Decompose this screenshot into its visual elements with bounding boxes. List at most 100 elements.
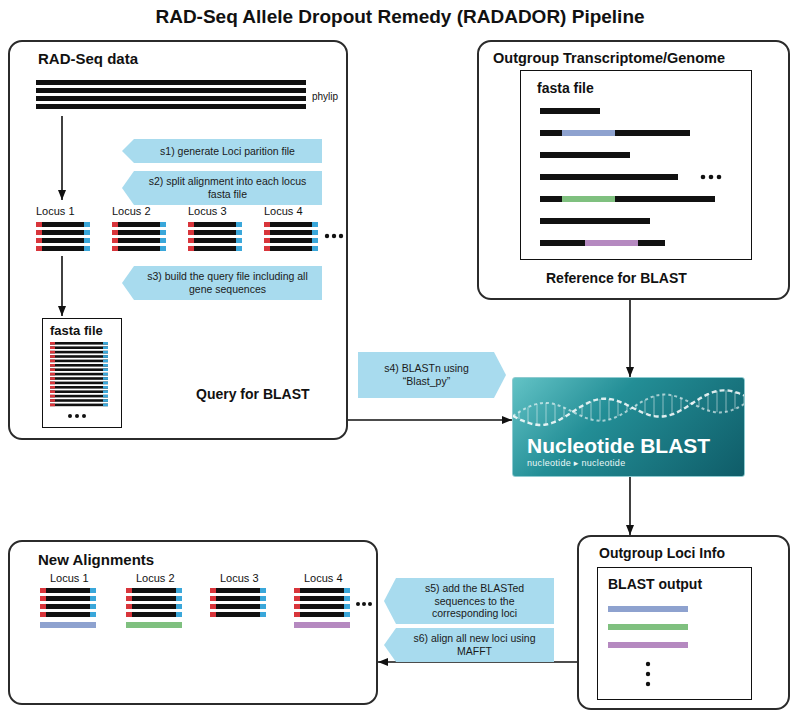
tool-subtitle: nucleotide ▸ nucleotide xyxy=(527,458,734,469)
alignment-bar xyxy=(36,88,306,93)
alignment-bar xyxy=(36,96,306,101)
end-cap xyxy=(344,596,350,601)
ellipsis-dot xyxy=(646,662,650,666)
helix-rung xyxy=(734,392,735,409)
box-heading: fasta file xyxy=(537,80,751,97)
sequence-bar xyxy=(50,390,108,393)
end-cap xyxy=(50,399,55,402)
box-heading: fasta file xyxy=(50,323,121,339)
end-cap xyxy=(36,246,42,251)
ellipsis-dot xyxy=(368,602,372,606)
ellipsis-dot xyxy=(701,175,706,180)
helix-rung xyxy=(716,391,717,412)
end-cap xyxy=(260,604,266,609)
step-tag: s5) add the BLASTed sequences to the cor… xyxy=(384,578,554,624)
sequence-bar xyxy=(50,364,108,367)
sequence-bar xyxy=(540,218,650,224)
sequence-bar xyxy=(126,604,182,609)
sequence-bar xyxy=(50,351,108,354)
panel-box: Outgroup Transcriptome/Genome fasta file xyxy=(477,40,790,300)
helix-rung xyxy=(662,395,663,417)
alignment-bar xyxy=(36,104,306,109)
end-cap xyxy=(176,612,182,617)
end-cap xyxy=(50,373,55,376)
end-cap xyxy=(40,588,46,593)
end-cap xyxy=(312,238,318,243)
blast-tool-box: Nucleotide BLASTnucleotide ▸ nucleotide xyxy=(512,377,745,477)
panel-box: RAD-Seq datas1) generate Loci parition f… xyxy=(8,40,348,440)
end-cap xyxy=(236,230,242,235)
hit-segment xyxy=(126,622,182,628)
end-cap xyxy=(50,390,55,393)
end-cap xyxy=(103,390,108,393)
file-box: fasta file xyxy=(42,318,122,428)
end-cap xyxy=(210,588,216,593)
sequence-bar xyxy=(126,612,182,617)
end-cap xyxy=(264,230,270,235)
end-cap xyxy=(126,604,132,609)
end-cap xyxy=(312,230,318,235)
tag-fill xyxy=(122,139,322,163)
sequence-bar xyxy=(50,342,108,345)
end-cap xyxy=(103,346,108,349)
end-cap xyxy=(90,588,96,593)
sequence-bar xyxy=(540,174,678,180)
sequence-bar xyxy=(210,588,266,593)
end-cap xyxy=(50,377,55,380)
ellipsis-dot xyxy=(646,672,650,676)
connector-arrow xyxy=(348,419,512,421)
sequence-bar xyxy=(540,196,715,202)
end-cap xyxy=(103,373,108,376)
end-cap xyxy=(294,612,300,617)
end-cap xyxy=(210,612,216,617)
ellipsis-dot xyxy=(339,234,343,238)
step-tag: s3) build the query file including all g… xyxy=(122,266,322,300)
step-tag: s6) align all new loci using MAFFT xyxy=(384,628,554,662)
sequence-bar xyxy=(36,246,90,251)
helix-rung xyxy=(644,400,645,414)
tool-name: Nucleotide BLAST xyxy=(527,434,734,458)
sequence-bar xyxy=(210,612,266,617)
end-cap xyxy=(312,222,318,227)
ellipsis-dot xyxy=(75,414,79,418)
format-label: phylip xyxy=(312,91,338,103)
panel-heading: Outgroup Transcriptome/Genome xyxy=(493,50,788,67)
panel-caption: Query for BLAST xyxy=(196,386,310,403)
sequence-bar xyxy=(264,230,318,235)
diagram-title: RAD-Seq Allele Dropout Remedy (RADADOR) … xyxy=(0,6,800,29)
ellipsis-dot xyxy=(82,414,86,418)
ellipsis-dot xyxy=(646,682,650,686)
helix-rung xyxy=(536,404,537,425)
end-cap xyxy=(176,604,182,609)
end-cap xyxy=(103,382,108,385)
step-text: s5) add the BLASTed sequences to the cor… xyxy=(401,582,548,620)
helix-rung xyxy=(545,403,546,425)
sequence-bar xyxy=(50,368,108,371)
end-cap xyxy=(50,364,55,367)
ellipsis-dot xyxy=(717,175,722,180)
sequence-bar xyxy=(50,355,108,358)
hit-segment xyxy=(608,624,688,630)
sequence-bar xyxy=(540,130,690,136)
sequence-bar xyxy=(112,246,166,251)
sequence-bar xyxy=(126,596,182,601)
sequence-bar xyxy=(264,238,318,243)
end-cap xyxy=(36,222,42,227)
flow-arrow xyxy=(61,256,63,316)
file-box: fasta file xyxy=(520,70,752,260)
end-cap xyxy=(160,230,166,235)
end-cap xyxy=(210,596,216,601)
end-cap xyxy=(112,238,118,243)
end-cap xyxy=(103,386,108,389)
end-cap xyxy=(264,222,270,227)
file-box: BLAST output xyxy=(597,567,752,700)
locus-label: Locus 1 xyxy=(50,572,89,585)
sequence-bar xyxy=(540,240,665,246)
sequence-bar xyxy=(294,604,350,609)
sequence-bar xyxy=(40,612,96,617)
end-cap xyxy=(50,386,55,389)
helix-rung xyxy=(743,395,744,404)
end-cap xyxy=(50,368,55,371)
helix-rung xyxy=(608,399,609,420)
end-cap xyxy=(103,342,108,345)
